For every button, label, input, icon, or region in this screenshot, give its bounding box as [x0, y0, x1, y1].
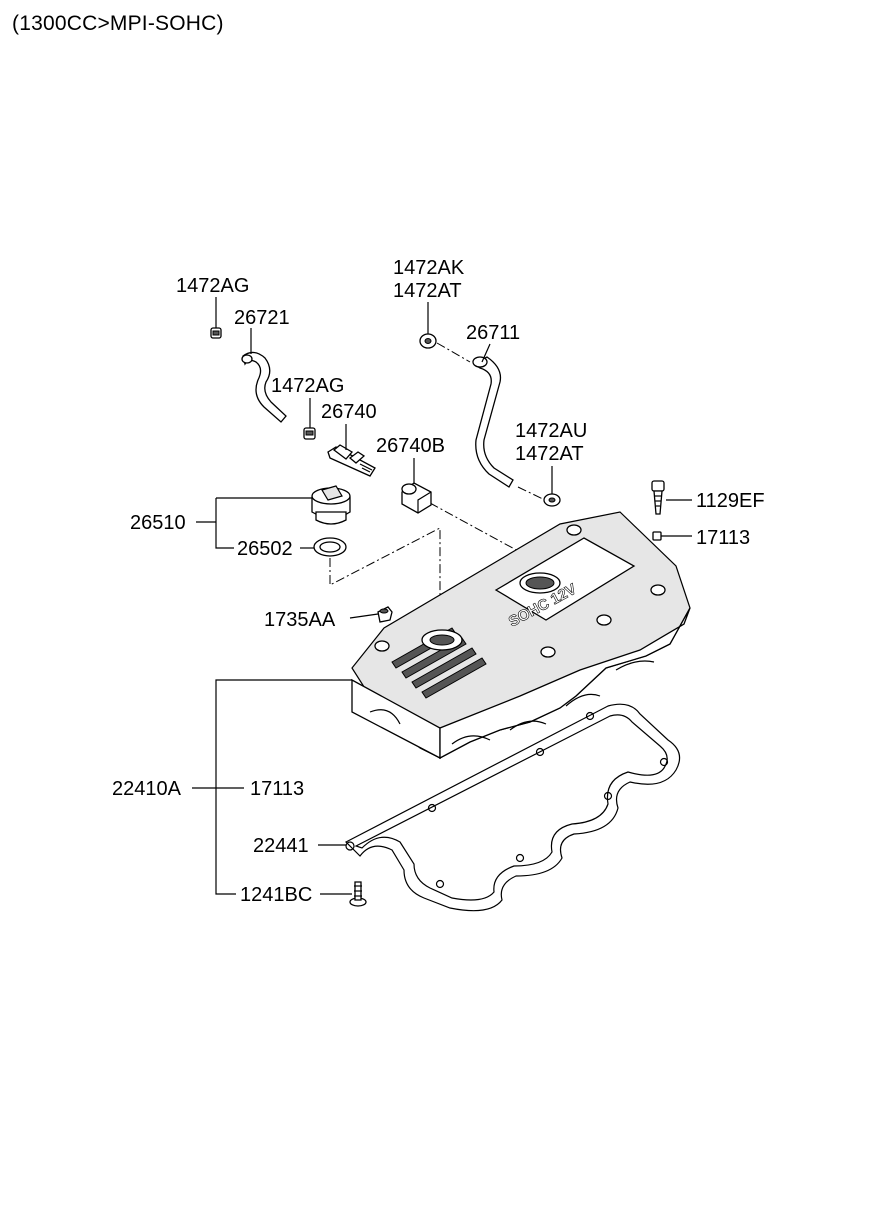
label-1472AT-top: 1472AT [393, 280, 462, 302]
leader-lines [192, 297, 692, 895]
gasket-22441 [344, 703, 681, 912]
gasket-ring-26502 [313, 537, 347, 557]
label-22441: 22441 [253, 835, 309, 857]
label-17113-bot: 17113 [250, 778, 304, 800]
label-17113-top: 17113 [696, 527, 750, 549]
rocker-cover-22410A: SOHC 12V [351, 511, 691, 760]
pcv-valve-26740 [327, 444, 376, 477]
clip-1472AK [419, 333, 437, 349]
hose-26721 [241, 351, 287, 423]
label-1735AA: 1735AA [264, 609, 336, 631]
plug-1735AA [377, 606, 393, 623]
screw-1241BC [349, 881, 367, 907]
label-22410A: 22410A [112, 778, 182, 800]
label-1472AU: 1472AU [515, 420, 587, 442]
label-1472AG-top: 1472AG [176, 275, 249, 297]
label-1472AG-mid: 1472AG [271, 375, 344, 397]
clip-1472AG-mid [303, 427, 316, 440]
label-26740B: 26740B [376, 435, 445, 457]
nut-17113 [652, 531, 662, 541]
bolt-1129EF [651, 480, 665, 515]
label-1472AK: 1472AK [393, 257, 465, 279]
label-1129EF: 1129EF [696, 490, 765, 512]
label-26510: 26510 [130, 512, 186, 534]
hose-26711 [472, 356, 514, 488]
label-1241BC: 1241BC [240, 884, 312, 906]
clip-1472AG-top [210, 327, 222, 339]
diagram-title: (1300CC>MPI-SOHC) [12, 12, 224, 35]
label-1472AT-mid: 1472AT [515, 443, 584, 465]
label-26502: 26502 [237, 538, 293, 560]
grommet-26740B [401, 482, 432, 514]
label-26711: 26711 [466, 322, 520, 344]
label-26721: 26721 [234, 307, 290, 329]
oil-filler-cap-26510 [311, 485, 351, 525]
clip-1472AU [543, 493, 561, 507]
part-labels: 1472AG 26721 1472AG 26740 26740B 1472AK … [112, 257, 765, 906]
label-26740: 26740 [321, 401, 377, 423]
